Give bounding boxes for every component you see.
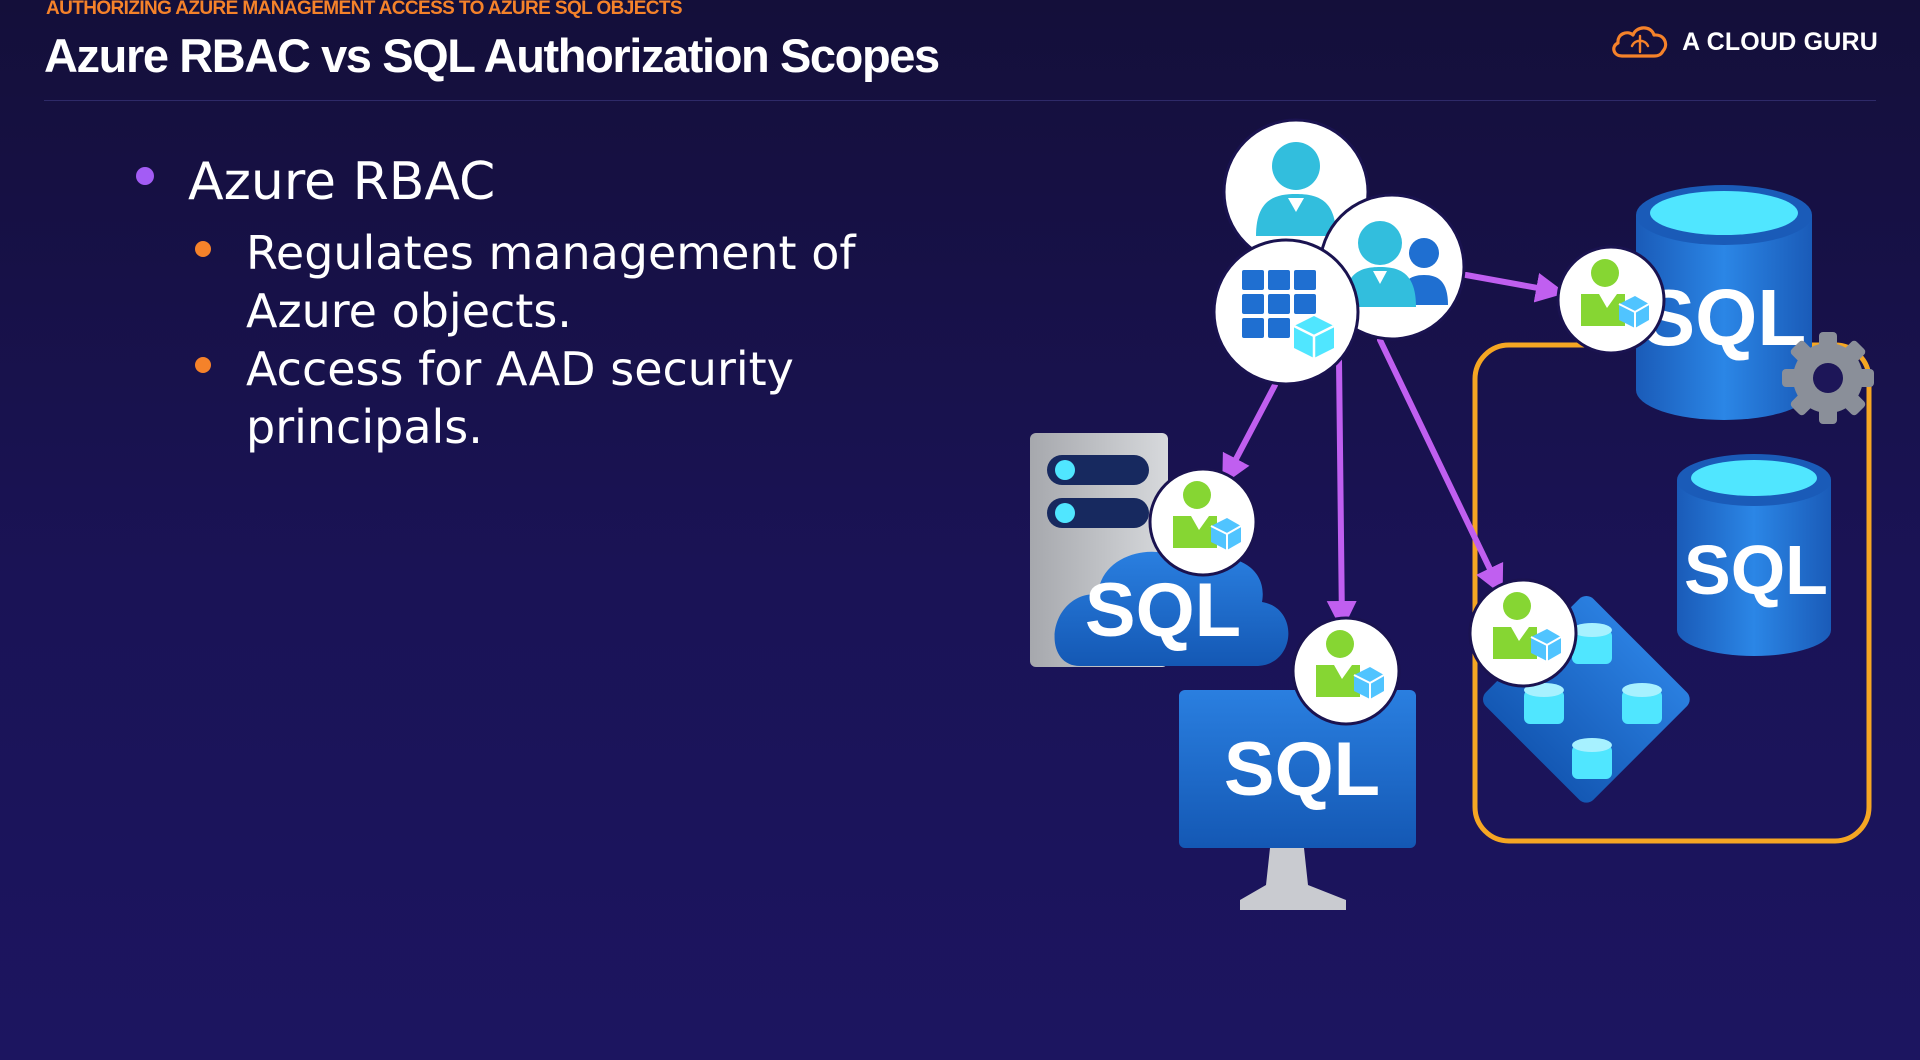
sub-bullet-item: Regulates management of Azure objects. <box>136 224 886 340</box>
bullet-dot <box>136 167 154 185</box>
page-title: Azure RBAC vs SQL Authorization Scopes <box>44 29 940 82</box>
role-assignment-icon <box>1468 578 1578 688</box>
bullet-item: Azure RBAC <box>136 150 886 214</box>
cloud-logo-icon <box>1612 26 1668 58</box>
gear-icon <box>1782 332 1874 424</box>
resource-group-icon <box>1212 238 1360 386</box>
sub-bullet-item: Access for AAD security principals. <box>136 340 886 456</box>
sub-bullet-dot <box>195 357 211 373</box>
sql-vm-icon: SQL <box>1179 690 1416 910</box>
arrow-to-database <box>1463 272 1566 303</box>
arrow-to-server <box>1222 382 1278 486</box>
sub-bullet-dot <box>195 241 211 257</box>
sub-bullet-label: Regulates management of Azure objects. <box>246 226 856 338</box>
sql-server-icon: SQL <box>1030 433 1289 667</box>
sql-database-icon: SQL <box>1636 185 1812 420</box>
section-eyebrow: AUTHORIZING AZURE MANAGEMENT ACCESS TO A… <box>46 0 683 19</box>
bullet-list: Azure RBAC Regulates management of Azure… <box>136 150 886 456</box>
bullet-label: Azure RBAC <box>188 152 496 212</box>
arrow-to-pool <box>1377 337 1504 596</box>
sql-label: SQL <box>1224 727 1380 812</box>
role-assignment-icon <box>1148 467 1258 577</box>
sql-label: SQL <box>1085 568 1241 653</box>
assignment-arrows <box>1222 272 1566 631</box>
brand-name: A CLOUD GURU <box>1682 27 1878 56</box>
role-assignment-icon <box>1291 616 1401 726</box>
sql-label: SQL <box>1642 273 1806 362</box>
brand-logo: A CLOUD GURU <box>1608 22 1878 62</box>
arrow-to-vm <box>1326 357 1357 631</box>
sql-label: SQL <box>1684 531 1828 609</box>
sub-bullet-label: Access for AAD security principals. <box>246 342 794 454</box>
role-assignment-icon <box>1556 245 1666 355</box>
header-divider <box>44 100 1876 101</box>
sql-database-icon: SQL <box>1677 454 1831 656</box>
